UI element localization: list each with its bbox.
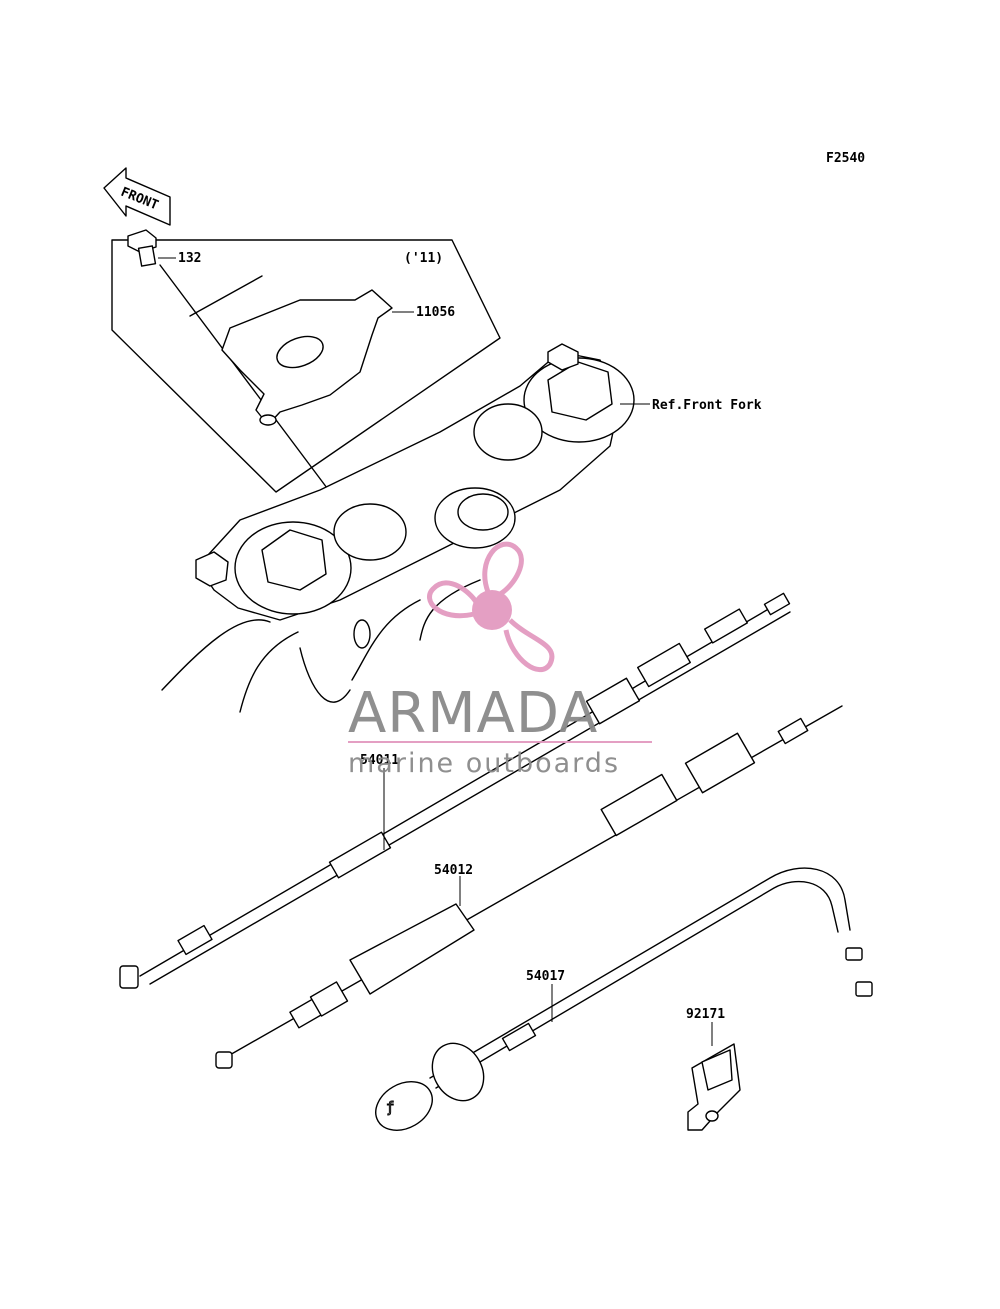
- part-label-54011: 54011: [360, 753, 399, 768]
- part-label-11056: 11056: [416, 305, 455, 320]
- fork-top-bridge: Ref.Front Fork: [161, 343, 762, 713]
- watermark-tagline: marine outboards: [348, 748, 620, 779]
- cable-54011: 54011: [119, 592, 791, 989]
- front-arrow-icon: FRONT: [103, 167, 171, 226]
- propeller-logo-icon: [427, 541, 555, 672]
- year-note: ('11): [404, 251, 443, 266]
- cable-54017: ƒ 54017: [375, 867, 873, 1131]
- part-label-92171: 92171: [686, 1007, 725, 1022]
- diagram-code: F2540: [826, 151, 865, 166]
- bracket-11056: 11056: [189, 275, 455, 426]
- svg-text:ƒ: ƒ: [386, 1100, 394, 1116]
- part-label-132: 132: [178, 251, 201, 266]
- part-label-54012: 54012: [434, 863, 473, 878]
- part-label-54017: 54017: [526, 969, 565, 984]
- watermark-brand: ARMADA: [348, 681, 598, 746]
- inset-box: ('11): [111, 239, 501, 493]
- clamp-92171: 92171: [686, 1007, 741, 1131]
- ref-front-fork-label: Ref.Front Fork: [652, 398, 762, 413]
- bolt-132: 132: [127, 229, 331, 493]
- cable-54012: 54012: [215, 705, 843, 1069]
- watermark: ARMADA marine outboards: [348, 541, 652, 779]
